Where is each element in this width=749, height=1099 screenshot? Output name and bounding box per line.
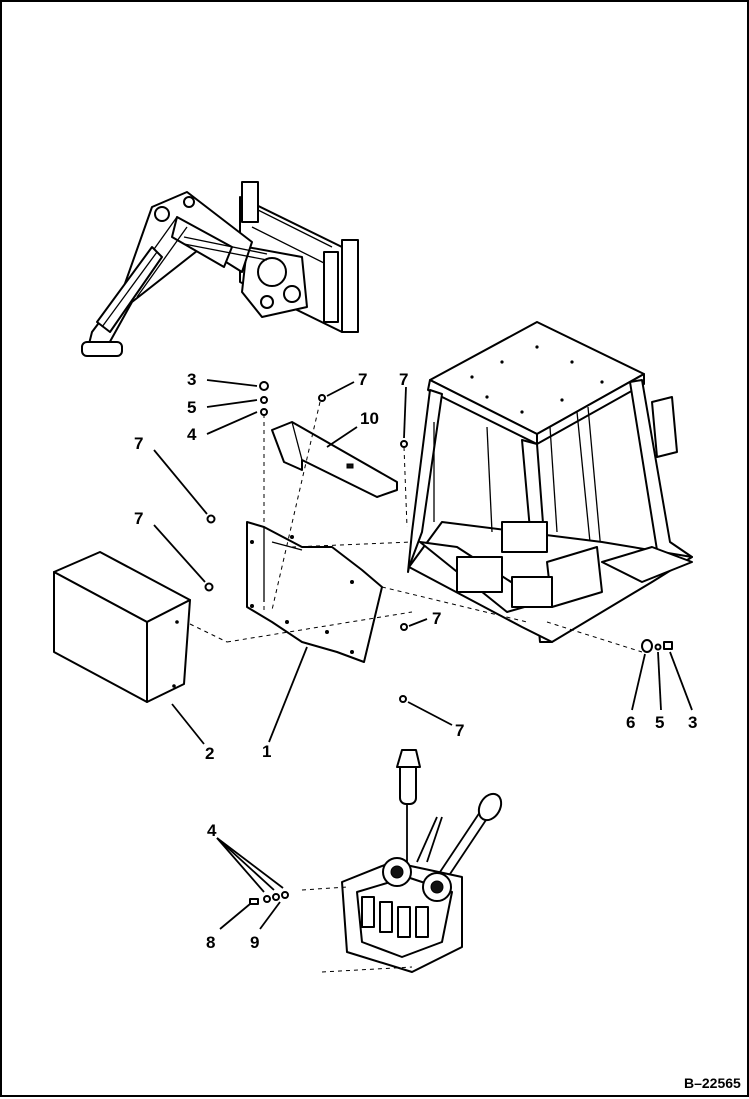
leader-lines bbox=[153, 379, 693, 930]
callout-7-b: 7 bbox=[399, 370, 408, 389]
side-box bbox=[53, 551, 191, 703]
callout-3-right: 3 bbox=[688, 713, 697, 732]
control-valve-assembly bbox=[341, 749, 503, 973]
backhoe-boom-assembly bbox=[81, 181, 359, 357]
callout-7-c: 7 bbox=[134, 434, 143, 453]
callout-10: 10 bbox=[360, 409, 379, 428]
callout-7-e: 7 bbox=[432, 609, 441, 628]
callout-6-right: 6 bbox=[626, 713, 635, 732]
callout-4-top: 4 bbox=[187, 425, 197, 444]
callout-5-top: 5 bbox=[187, 398, 196, 417]
callout-9: 9 bbox=[250, 933, 259, 952]
callout-1: 1 bbox=[262, 742, 271, 761]
cab-frame bbox=[407, 321, 693, 643]
callout-5-right: 5 bbox=[655, 713, 664, 732]
hardware-fasteners bbox=[204, 381, 673, 905]
callout-7-f: 7 bbox=[455, 721, 464, 740]
callout-labels: 3 5 4 7 7 10 7 7 7 7 2 1 6 5 3 4 8 9 bbox=[134, 370, 697, 952]
figure-reference-number: B–22565 bbox=[684, 1075, 741, 1091]
callout-2: 2 bbox=[205, 744, 214, 763]
callout-7-d: 7 bbox=[134, 509, 143, 528]
assembly-dash-lines bbox=[189, 401, 643, 973]
callout-4-bottom: 4 bbox=[207, 821, 217, 840]
angle-bracket bbox=[271, 421, 398, 498]
callout-8: 8 bbox=[206, 933, 215, 952]
mounting-panel bbox=[246, 521, 383, 663]
callout-7-a: 7 bbox=[358, 370, 367, 389]
callout-3-top: 3 bbox=[187, 370, 196, 389]
